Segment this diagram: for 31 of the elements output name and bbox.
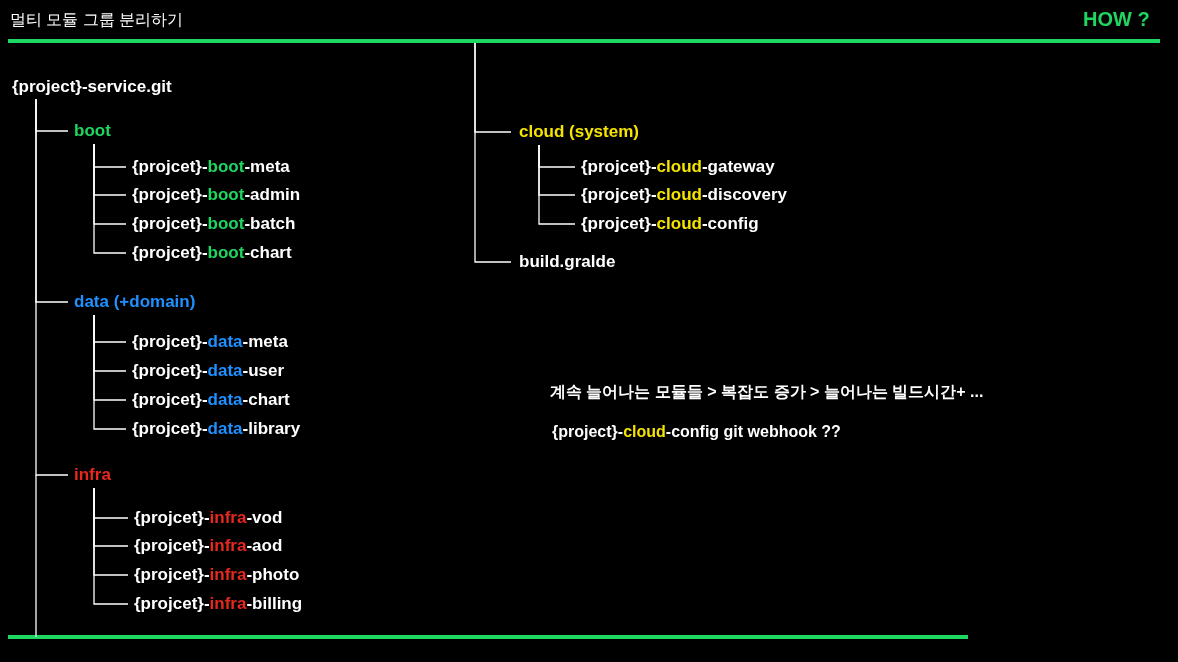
repository-name: {project}-service.git: [12, 76, 172, 98]
module-name: {projcet}-data-library: [132, 418, 301, 440]
tree-connector: [538, 144, 576, 225]
module-group-name: cloud (system): [519, 121, 639, 143]
module-name: {projcet}-data-meta: [132, 331, 288, 353]
module-name: {projcet}-cloud-discovery: [581, 184, 787, 206]
module-name: {projcet}-infra-billing: [134, 593, 303, 615]
note-text: 계속 늘어나는 모듈들 > 복잡도 증가 > 늘어나는 빌드시간+ ...: [550, 382, 984, 402]
tree-connector: [474, 42, 512, 263]
note-text: {project}-cloud-config git webhook ??: [552, 422, 841, 442]
heading-label: HOW ?: [1083, 8, 1150, 30]
module-name: {projcet}-infra-vod: [134, 507, 283, 529]
module-name: {projcet}-cloud-config: [581, 213, 759, 235]
module-name: {projcet}-data-chart: [132, 389, 290, 411]
tree-connector: [93, 487, 129, 605]
module-name: {projcet}-boot-admin: [132, 184, 301, 206]
module-group-name: data (+domain): [74, 291, 196, 313]
module-name: {projcet}-infra-photo: [134, 564, 300, 586]
slide-title: 멀티 모듈 그룹 분리하기: [10, 10, 184, 30]
module-name: build.gralde: [519, 251, 616, 273]
module-group-name: infra: [74, 464, 111, 486]
module-group-name: boot: [74, 120, 111, 142]
module-name: {projcet}-boot-meta: [132, 156, 290, 178]
module-name: {projcet}-infra-aod: [134, 535, 283, 557]
tree-connector: [93, 143, 127, 254]
tree-connector: [35, 98, 69, 476]
module-name: {projcet}-boot-chart: [132, 242, 292, 264]
module-name: {projcet}-data-user: [132, 360, 285, 382]
module-name: {projcet}-boot-batch: [132, 213, 296, 235]
module-name: {projcet}-cloud-gateway: [581, 156, 775, 178]
tree-connector: [93, 314, 127, 430]
